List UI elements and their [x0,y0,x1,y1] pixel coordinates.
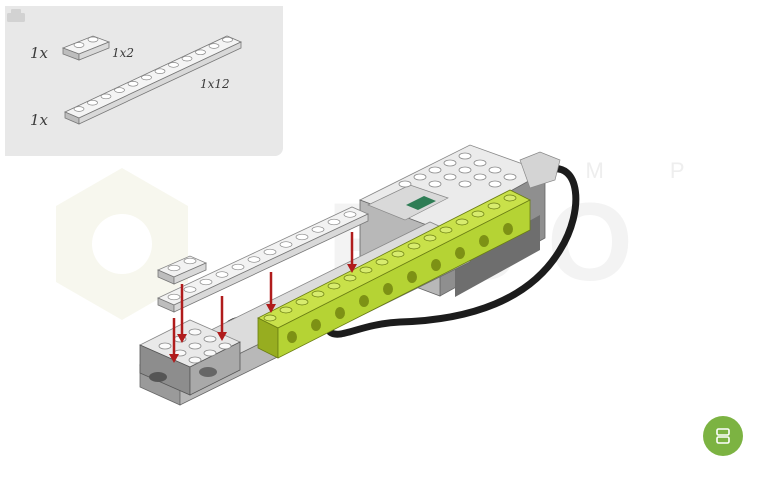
toggle-parts-icon [714,427,732,445]
parts-toggle-button[interactable] [703,416,743,456]
